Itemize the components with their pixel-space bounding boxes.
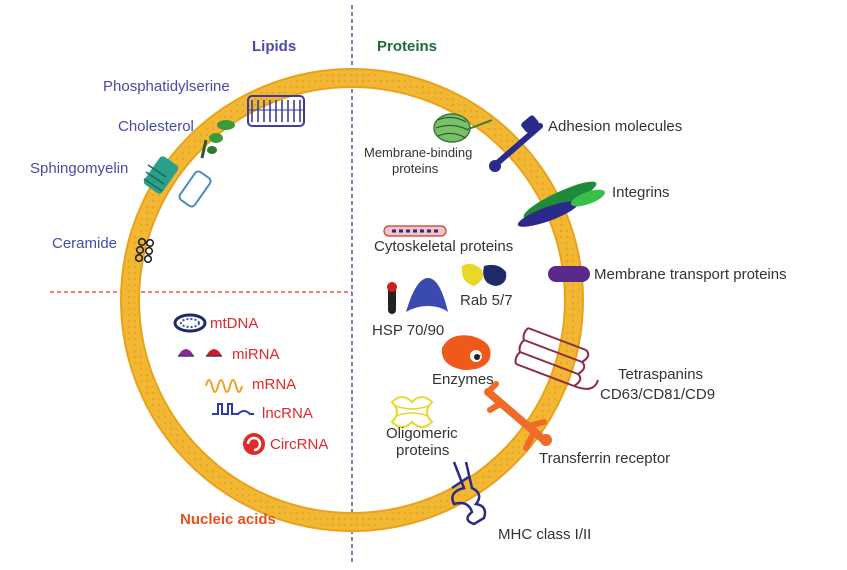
- sphingomyelin-icon: [143, 156, 212, 208]
- label-adhesion: Adhesion molecules: [548, 118, 682, 135]
- section-title-nucleic-acids: Nucleic acids: [180, 511, 276, 528]
- label-membrane-binding-2: proteins: [392, 161, 439, 176]
- label-membrane-binding-1: Membrane-binding: [364, 145, 472, 160]
- label-integrins: Integrins: [612, 184, 670, 201]
- cytoskeletal-protein-icon: [383, 225, 447, 237]
- mirna-icon: [178, 349, 222, 357]
- ceramide-icon: [134, 237, 155, 264]
- label-cytoskeletal: Cytoskeletal proteins: [374, 238, 513, 255]
- membrane-binding-protein-icon: [433, 113, 493, 143]
- tetraspanin-icon: [514, 327, 599, 390]
- label-oligomeric-2: proteins: [396, 442, 449, 459]
- oligomeric-protein-icon: [390, 396, 434, 428]
- label-mrna: mRNA: [252, 376, 296, 393]
- cholesterol-icon: [200, 120, 235, 159]
- label-enzymes: Enzymes: [432, 371, 494, 388]
- rab-icon: [461, 263, 507, 286]
- membrane-bilayer: [120, 68, 584, 532]
- adhesion-molecule-icon: [489, 115, 543, 172]
- label-membrane-transport: Membrane transport proteins: [594, 266, 787, 283]
- section-title-proteins: Proteins: [377, 38, 437, 55]
- hsp-icon: [387, 278, 448, 314]
- label-lncrna: lncRNA: [262, 405, 313, 422]
- integrin-icon: [517, 181, 606, 227]
- label-transferrin: Transferrin receptor: [539, 450, 670, 467]
- label-phosphatidylserine: Phosphatidylserine: [103, 78, 230, 95]
- label-cholesterol: Cholesterol: [118, 118, 194, 135]
- label-rab: Rab 5/7: [460, 292, 513, 309]
- membrane-transport-protein-icon: [548, 266, 590, 282]
- label-sphingomyelin: Sphingomyelin: [30, 160, 128, 177]
- label-mirna: miRNA: [232, 346, 280, 363]
- mtdna-icon: [173, 313, 207, 333]
- circrna-icon: [243, 433, 265, 455]
- label-mhc: MHC class I/II: [498, 526, 591, 543]
- phosphatidylserine-icon: [247, 95, 305, 127]
- mrna-icon: [205, 379, 243, 393]
- transferrin-receptor-icon: [484, 381, 552, 451]
- label-hsp: HSP 70/90: [372, 322, 444, 339]
- lncrna-icon: [212, 403, 254, 415]
- label-tetraspanins-1: Tetraspanins: [618, 366, 703, 383]
- label-oligomeric-1: Oligomeric: [386, 425, 458, 442]
- section-title-lipids: Lipids: [252, 38, 296, 55]
- enzyme-icon: [441, 335, 491, 370]
- label-circrna: CircRNA: [270, 436, 328, 453]
- label-mtdna: mtDNA: [210, 315, 258, 332]
- mhc-icon: [451, 461, 487, 526]
- label-tetraspanins-2: CD63/CD81/CD9: [600, 386, 715, 403]
- label-ceramide: Ceramide: [52, 235, 117, 252]
